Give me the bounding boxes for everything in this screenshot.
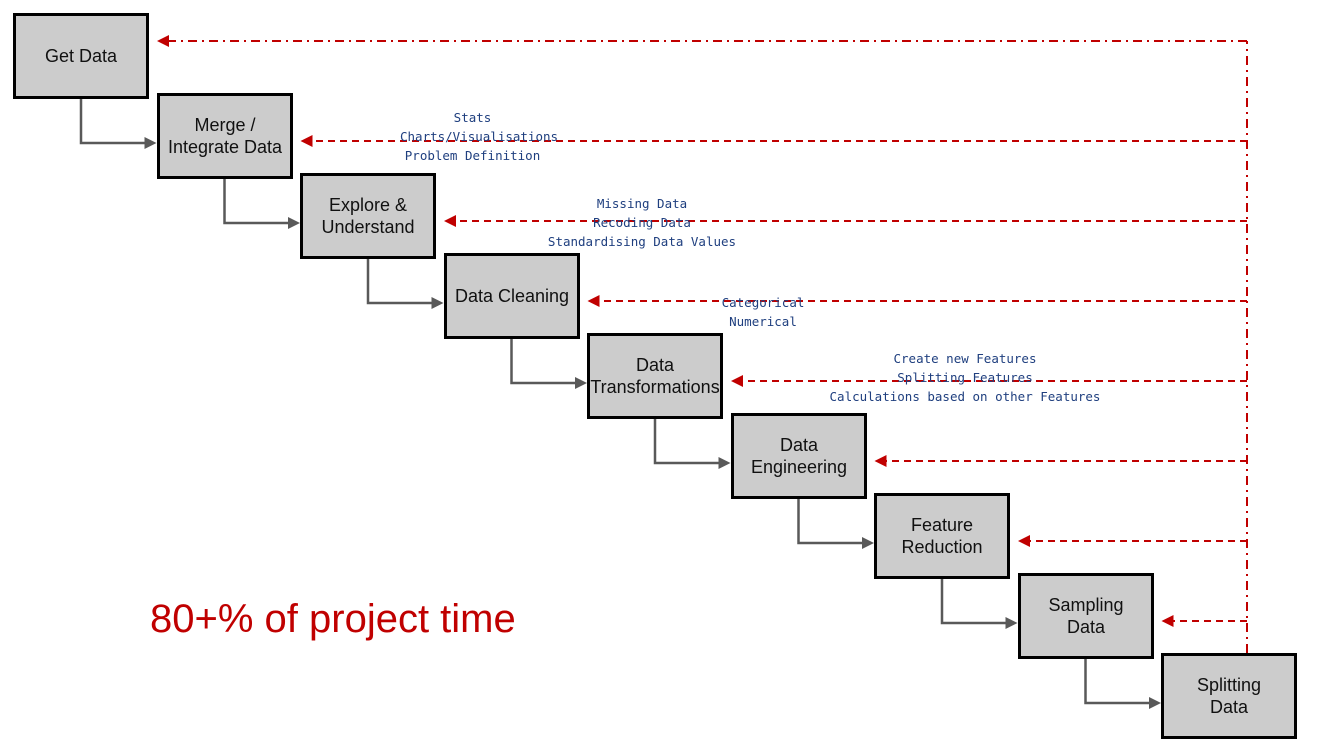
forward-arrow [1084, 659, 1161, 709]
feedback-arrow [444, 215, 1247, 227]
step-box-sampling-data: Sampling Data [1018, 573, 1154, 659]
annotation-line: Numerical [729, 314, 797, 329]
step-box-data-cleaning: Data Cleaning [444, 253, 580, 339]
annotation-transformations: Categorical Numerical [710, 293, 816, 331]
forward-arrow [79, 99, 157, 149]
annotation-line: Charts/Visualisations [400, 129, 559, 144]
step-box-data-transformations: Data Transformations [587, 333, 723, 419]
feedback-arrow [587, 295, 1247, 307]
step-box-get-data: Get Data [13, 13, 149, 99]
step-box-data-engineering: Data Engineering [731, 413, 867, 499]
annotation-line: Problem Definition [404, 148, 541, 163]
annotation-line: Standardising Data Values [547, 234, 737, 249]
feedback-arrow [1161, 615, 1247, 627]
forward-arrow [653, 419, 731, 469]
feedback-arrow [1018, 535, 1247, 547]
annotation-engineering: Create new Features Splitting Features C… [826, 349, 1104, 406]
step-box-explore-understand: Explore & Understand [300, 173, 436, 259]
annotation-line: Missing Data [596, 196, 688, 211]
annotation-explore: Stats Charts/Visualisations Problem Defi… [400, 108, 559, 165]
annotation-line: Categorical [721, 295, 805, 310]
forward-arrow [940, 579, 1018, 629]
forward-arrow [510, 339, 587, 389]
annotation-line: Create new Features [893, 351, 1037, 366]
step-box-splitting-data: Splitting Data [1161, 653, 1297, 739]
annotation-line: Stats [453, 110, 492, 125]
forward-arrow [223, 179, 300, 229]
feedback-arrow [731, 375, 1247, 387]
step-box-merge-integrate-data: Merge / Integrate Data [157, 93, 293, 179]
forward-arrow [366, 259, 444, 309]
annotation-line: Calculations based on other Features [829, 389, 1101, 404]
feedback-arrows [157, 35, 1248, 653]
feedback-arrow [300, 135, 1247, 147]
annotation-line: Splitting Features [897, 370, 1033, 385]
annotation-line: Recoding Data [593, 215, 691, 230]
feedback-arrow [874, 455, 1247, 467]
headline-text: 80+% of project time [150, 597, 516, 641]
step-box-feature-reduction: Feature Reduction [874, 493, 1010, 579]
annotation-cleaning: Missing Data Recoding Data Standardising… [544, 194, 740, 251]
forward-arrow [797, 499, 874, 549]
feedback-arrow [157, 35, 1247, 47]
forward-arrows [79, 99, 1161, 709]
